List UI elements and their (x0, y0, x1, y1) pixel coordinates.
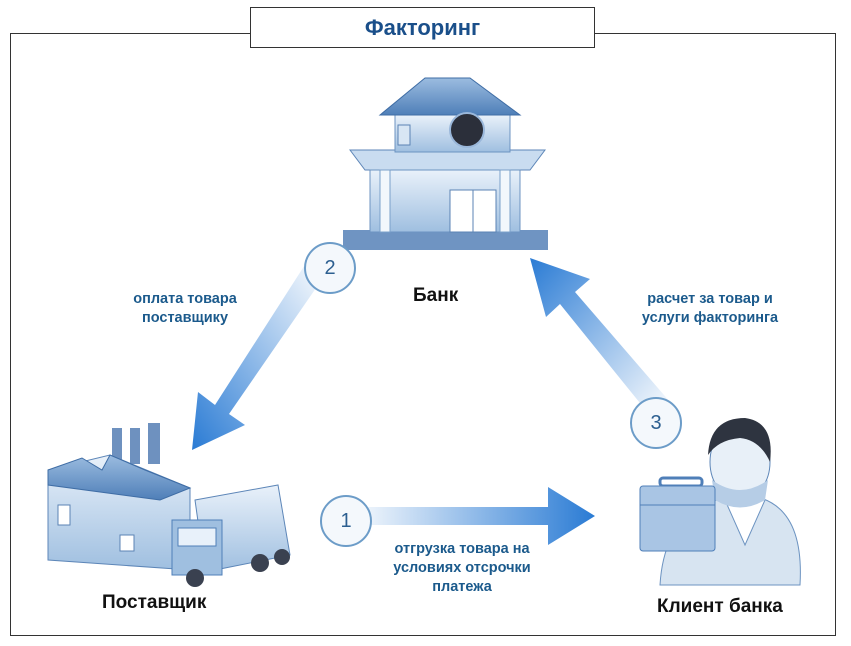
factory-icon (47, 423, 192, 571)
caption-step-3: расчет за товар и услуги факторинга (615, 290, 805, 328)
step-badge-2: 2 (304, 242, 356, 294)
caption-step-2-line-2: поставщику (141, 310, 229, 326)
caption-step-1-line-1: отгрузка товара на (394, 541, 530, 557)
step-badge-1: 1 (320, 495, 372, 547)
arrow-shipment (345, 487, 595, 545)
bank-icon (343, 77, 548, 250)
caption-step-1-line-3: платежа (432, 579, 492, 595)
caption-step-1: отгрузка товара на условиях отсрочки пла… (352, 540, 572, 597)
caption-step-2: оплата товара поставщику (100, 290, 270, 328)
arrow-settlement (530, 258, 670, 418)
title-box: Факторинг (250, 7, 595, 48)
label-supplier: Поставщик (102, 592, 207, 613)
arrow-payment-supplier (192, 260, 325, 450)
caption-step-3-line-2: услуги факторинга (641, 310, 779, 326)
caption-step-1-line-2: условиях отсрочки (393, 560, 531, 576)
step-badge-3: 3 (630, 397, 682, 449)
truck-icon (171, 484, 291, 587)
caption-step-2-line-1: оплата товара (133, 291, 237, 307)
caption-step-3-line-1: расчет за товар и (647, 291, 773, 307)
label-client: Клиент банка (657, 596, 783, 617)
briefcase-icon (639, 476, 716, 552)
label-bank: Банк (413, 285, 459, 306)
page-title: Факторинг (364, 14, 481, 40)
